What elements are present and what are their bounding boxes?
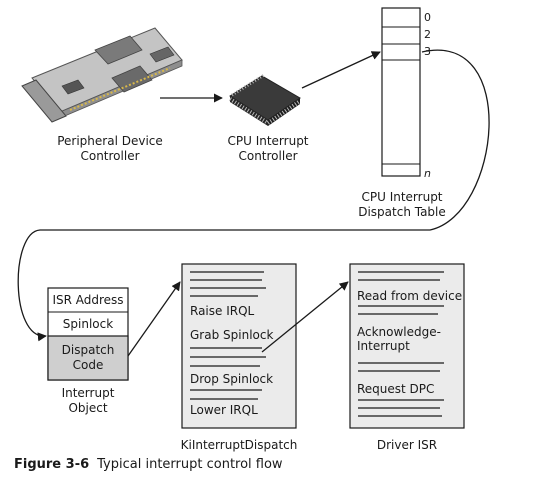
dispatch-code-cell: Dispatch Code (61, 343, 115, 372)
dispatch-table-label: CPU Interrupt Dispatch Table (358, 190, 446, 219)
table-index-2: 2 (424, 28, 431, 41)
figure-number: Figure 3-6 (14, 457, 90, 472)
step-request-dpc: Request DPC (357, 382, 435, 396)
step-acknowledge-interrupt: Acknowledge- Interrupt (357, 325, 441, 353)
step-lower-irql: Lower IRQL (190, 403, 258, 417)
arrow-object-to-dispatch (127, 281, 181, 357)
step-read-from-device: Read from device (357, 289, 463, 303)
table-index-n: n (424, 167, 431, 180)
step-grab-spinlock: Grab Spinlock (190, 328, 274, 342)
ki-interrupt-dispatch-panel (181, 263, 297, 429)
peripheral-card-icon (21, 27, 183, 123)
table-index-3: 3 (424, 45, 431, 58)
dispatch-table (381, 7, 421, 177)
figure-caption-text: Typical interrupt control flow (97, 457, 283, 472)
interrupt-object-box (47, 287, 129, 381)
peripheral-label: Peripheral Device Controller (57, 134, 163, 163)
arrow-table-to-interrupt-object (17, 49, 490, 342)
ki-dispatch-label: KiInterruptDispatch (180, 438, 298, 452)
spinlock-cell: Spinlock (62, 317, 114, 331)
driver-isr-panel (349, 263, 465, 429)
table-index-0: 0 (424, 11, 431, 24)
arrow-dispatch-to-isr (261, 281, 349, 353)
step-drop-spinlock: Drop Spinlock (190, 372, 274, 386)
cpu-interrupt-controller-chip-icon (228, 73, 302, 126)
step-raise-irql: Raise IRQL (190, 304, 255, 318)
isr-address-cell: ISR Address (52, 293, 124, 307)
figure-caption: Figure 3-6 Typical interrupt control flow (14, 457, 283, 472)
interrupt-object-label: Interrupt Object (61, 386, 115, 415)
arrow-controller-to-table (301, 51, 381, 89)
driver-isr-label: Driver ISR (376, 438, 438, 452)
cpu-controller-label: CPU Interrupt Controller (227, 134, 309, 163)
